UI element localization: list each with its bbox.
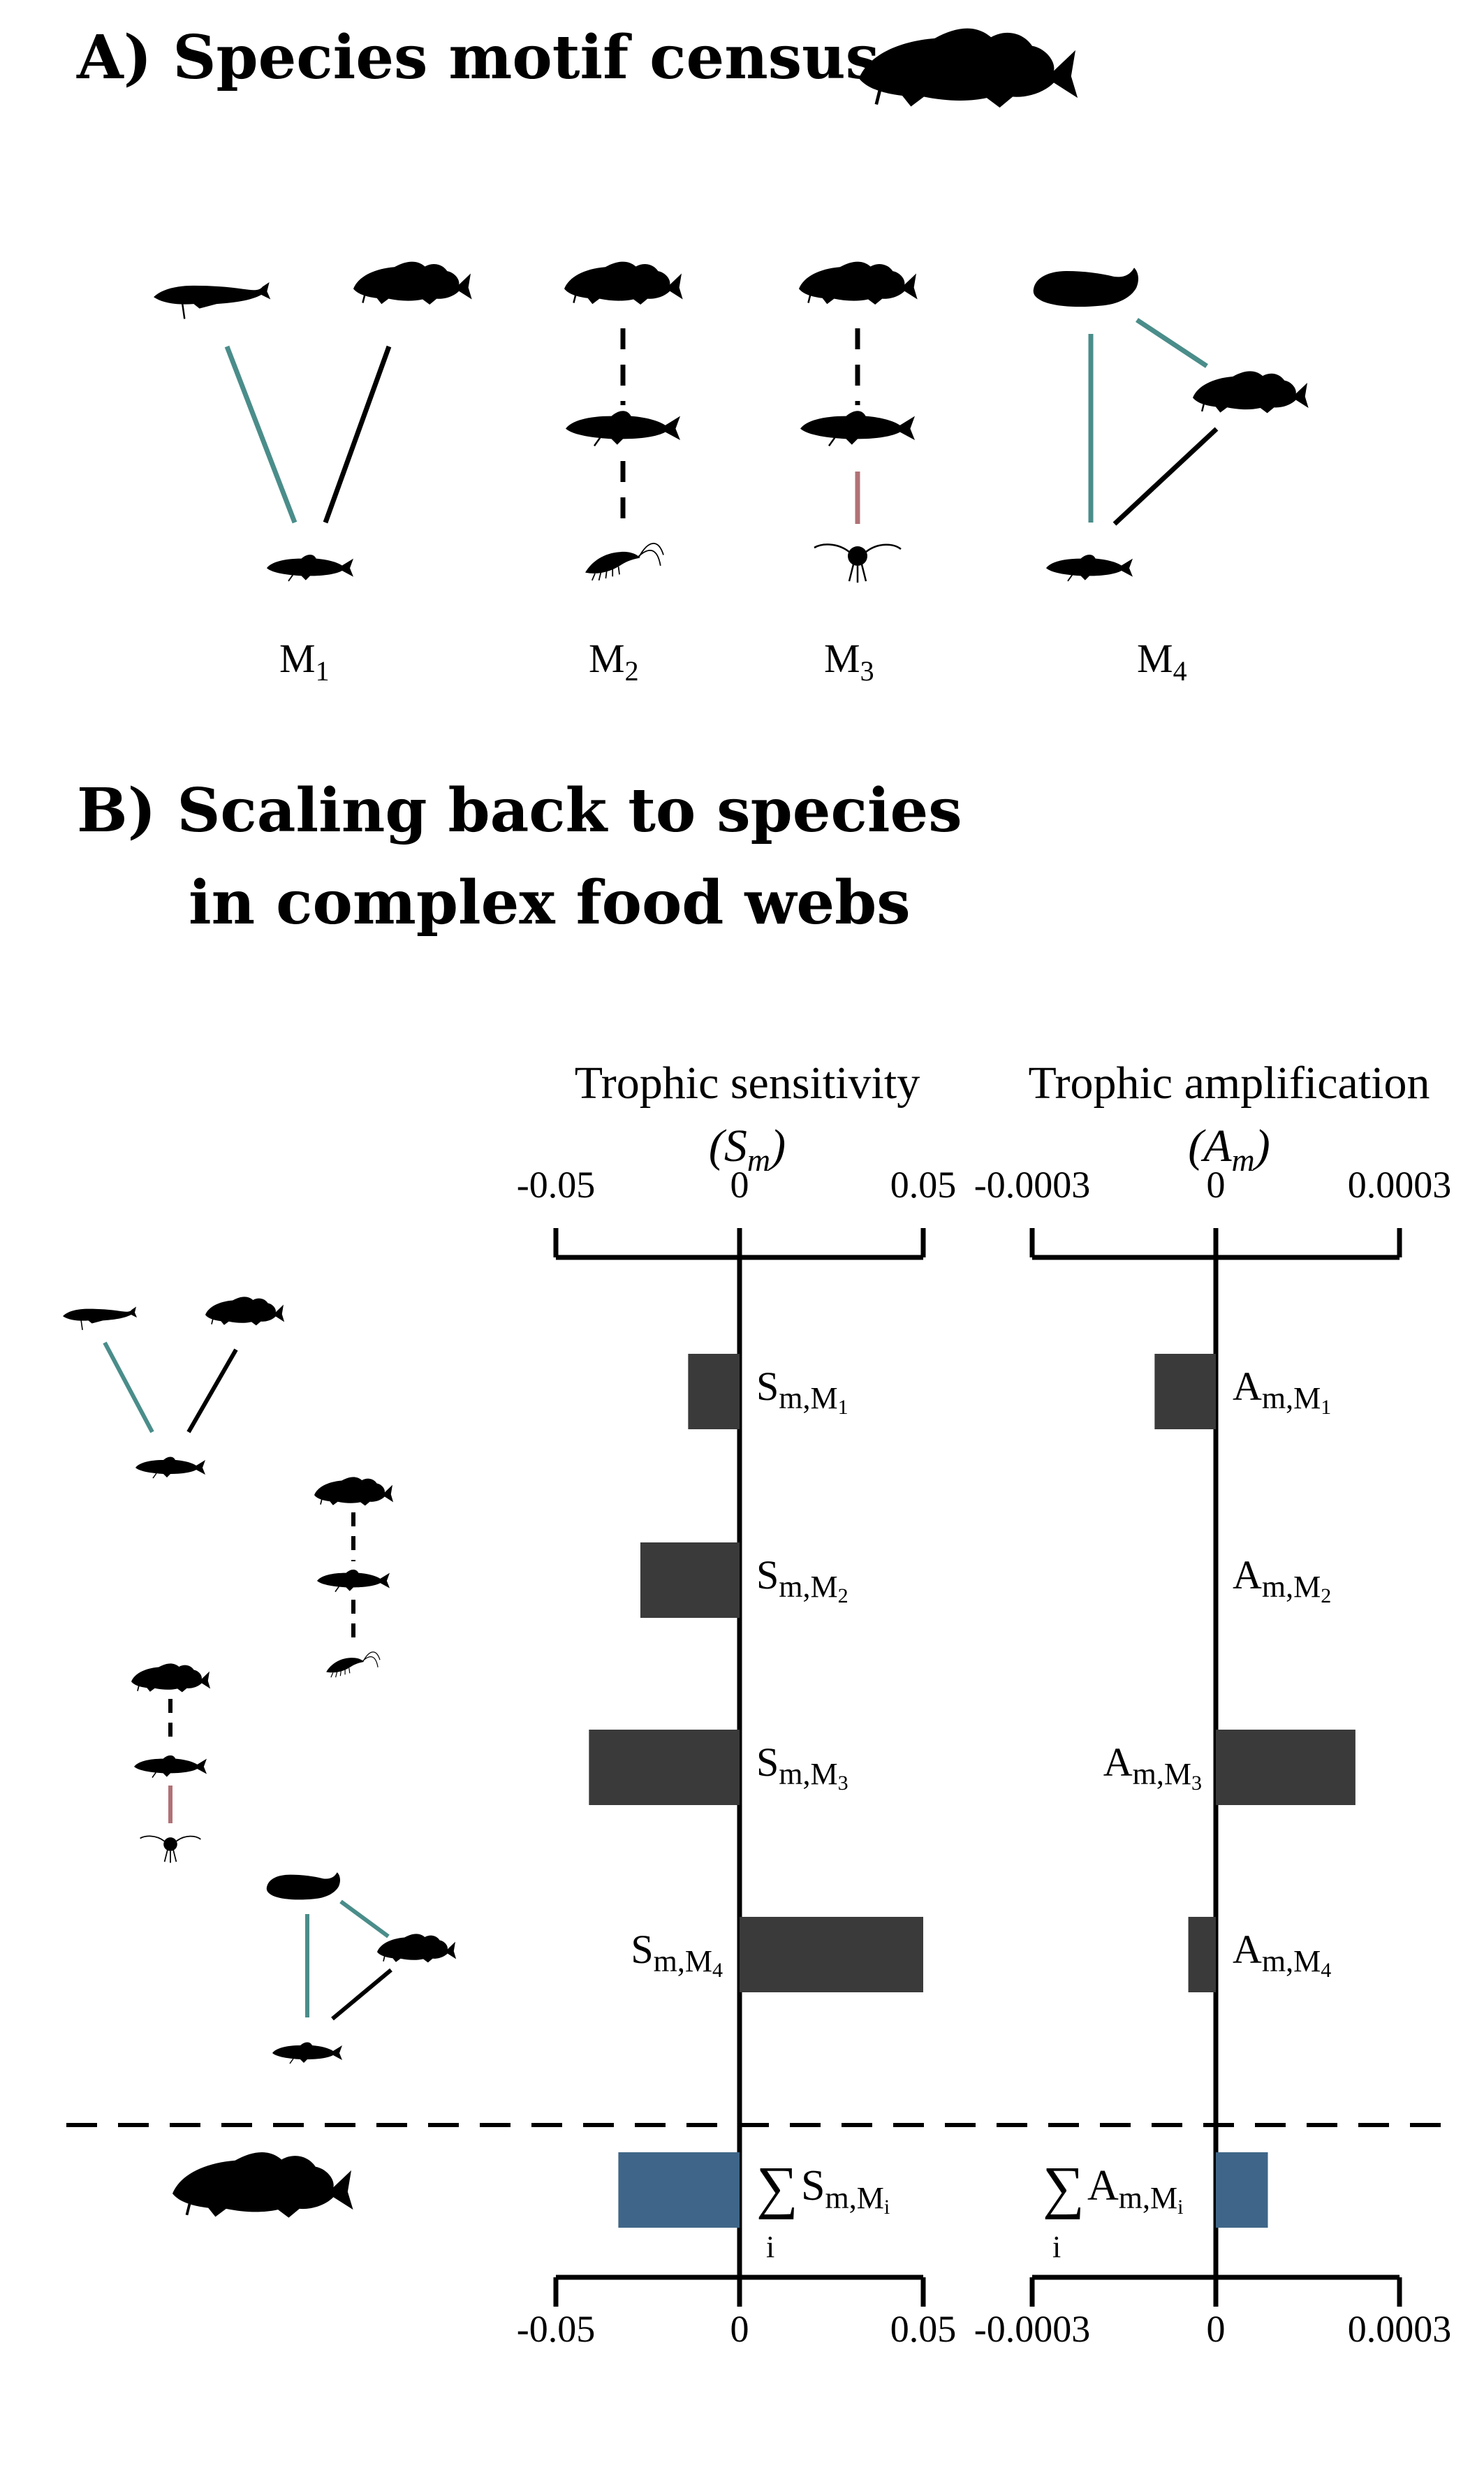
mini-motif-m3 bbox=[131, 1663, 211, 1864]
bar-m3 bbox=[1216, 1730, 1356, 1805]
cod-icon bbox=[563, 261, 684, 306]
chart-symbol: (Am) bbox=[1188, 1120, 1270, 1178]
bar-label: Am,M2 bbox=[1233, 1552, 1331, 1607]
sum-sigma: ∑ bbox=[1043, 2155, 1085, 2220]
bar-m2 bbox=[640, 1542, 740, 1618]
bar-label: Sm,M3 bbox=[756, 1739, 848, 1795]
capelin-icon bbox=[564, 409, 682, 447]
seal-icon bbox=[266, 1872, 340, 1900]
sum-index: i bbox=[1052, 2230, 1061, 2264]
bar-sum bbox=[618, 2152, 740, 2228]
edge-teal bbox=[224, 345, 297, 524]
panel-a-title: A) Species motif census bbox=[76, 22, 879, 93]
copepod-icon bbox=[139, 1835, 202, 1864]
tick-label: 0 bbox=[730, 2308, 749, 2350]
cod-icon bbox=[798, 261, 918, 306]
mini-motif-m4 bbox=[266, 1872, 457, 2064]
motif-m3-diagram bbox=[798, 261, 918, 584]
capelin-icon bbox=[133, 1755, 207, 1779]
edge-black bbox=[1112, 427, 1219, 526]
seal-icon bbox=[1033, 268, 1138, 307]
cod-icon bbox=[376, 1933, 457, 1964]
bar-label: Am,M3 bbox=[1103, 1739, 1202, 1795]
bar-label: Sm,M1 bbox=[756, 1364, 848, 1419]
trophic-sensitivity-chart: Trophic sensitivity (Sm) -0.05 0 0.05 -0.05… bbox=[517, 1058, 956, 2350]
tick-label: 0 bbox=[1207, 2308, 1226, 2350]
motif-m2-diagram bbox=[563, 261, 684, 581]
mini-motif-m1 bbox=[62, 1296, 285, 1479]
shrimp-icon bbox=[325, 1651, 381, 1678]
sum-sigma: ∑ bbox=[756, 2155, 798, 2220]
tick-label: -0.0003 bbox=[974, 1164, 1090, 1206]
edge-teal bbox=[1136, 318, 1208, 368]
bar-m4 bbox=[740, 1917, 923, 1992]
mini-motif-m2 bbox=[314, 1476, 394, 1678]
chart-title: Trophic sensitivity bbox=[575, 1058, 920, 1109]
sum-label: Sm,Mi bbox=[801, 2162, 890, 2219]
capelin-icon bbox=[266, 554, 354, 582]
cod-icon bbox=[131, 1663, 211, 1693]
motif-m4-label: M4 bbox=[1137, 636, 1187, 687]
tick-label: -0.0003 bbox=[974, 2308, 1090, 2350]
whale-icon bbox=[62, 1306, 138, 1331]
bar-sum bbox=[1216, 2152, 1268, 2228]
chart-symbol: (Sm) bbox=[709, 1120, 786, 1178]
capelin-icon bbox=[316, 1569, 390, 1593]
trophic-amplification-chart: Trophic amplification (Am) -0.0003 0 0.000… bbox=[974, 1058, 1451, 2350]
bar-m1 bbox=[688, 1354, 740, 1429]
motif-m3-label: M3 bbox=[824, 636, 874, 687]
tick-label: 0 bbox=[1207, 1164, 1226, 1206]
edge-black bbox=[323, 345, 392, 524]
tick-label: 0.05 bbox=[890, 1164, 957, 1206]
bar-label: Sm,M4 bbox=[631, 1927, 723, 1982]
motif-m4-diagram bbox=[1033, 268, 1309, 582]
capelin-icon bbox=[272, 2041, 343, 2064]
tick-label: 0 bbox=[730, 1164, 749, 1206]
bar-label: Sm,M2 bbox=[756, 1552, 848, 1607]
cod-icon bbox=[859, 29, 1078, 108]
sum-index: i bbox=[766, 2230, 774, 2264]
tick-label: -0.05 bbox=[517, 2308, 595, 2350]
sum-label: Am,Mi bbox=[1087, 2162, 1183, 2219]
tick-label: 0.0003 bbox=[1348, 1164, 1452, 1206]
cod-icon bbox=[205, 1296, 285, 1327]
copepod-icon bbox=[813, 543, 902, 584]
tick-label: 0.05 bbox=[890, 2308, 957, 2350]
shrimp-icon bbox=[585, 543, 664, 581]
bar-m1 bbox=[1154, 1354, 1216, 1429]
bar-m3 bbox=[589, 1730, 740, 1805]
tick-label: 0.0003 bbox=[1348, 2308, 1452, 2350]
chart-title: Trophic amplification bbox=[1029, 1058, 1430, 1109]
motif-m1-diagram bbox=[152, 261, 473, 582]
motif-m1-label: M1 bbox=[279, 636, 330, 687]
tick-label: -0.05 bbox=[517, 1164, 595, 1206]
bar-m4 bbox=[1188, 1917, 1216, 1992]
motif-m2-label: M2 bbox=[589, 636, 639, 687]
cod-icon bbox=[171, 2151, 355, 2219]
cod-icon bbox=[1191, 370, 1309, 414]
cod-icon bbox=[352, 261, 473, 306]
cod-icon bbox=[314, 1476, 394, 1507]
bar-label: Am,M1 bbox=[1233, 1364, 1331, 1419]
bar-label: Am,M4 bbox=[1233, 1927, 1331, 1982]
capelin-icon bbox=[799, 409, 916, 447]
panel-b-title-line1: B) Scaling back to species bbox=[77, 775, 962, 846]
capelin-icon bbox=[135, 1456, 206, 1479]
panel-b-title-line2: in complex food webs bbox=[189, 868, 911, 938]
whale-icon bbox=[152, 281, 272, 320]
capelin-icon bbox=[1045, 554, 1133, 582]
